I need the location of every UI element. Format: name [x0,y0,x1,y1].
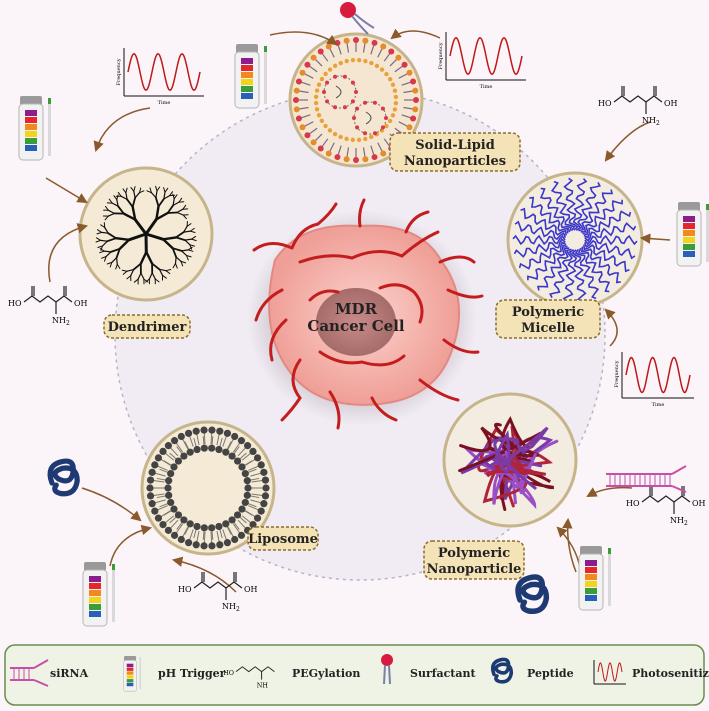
polymeric-micelle [506,171,644,309]
micelle-label: Polymeric Micelle [495,299,601,339]
photosensitizer-plot-1: Time Frequency [116,48,204,106]
legend-peptide-label: Peptide [527,667,574,680]
svg-text:Micelle: Micelle [521,321,575,336]
svg-text:Polymeric: Polymeric [512,305,584,320]
solid-lipid-nanoparticle [288,32,424,168]
polymeric-nanoparticle [442,392,578,528]
svg-text:HO: HO [626,499,640,508]
legend-photo-label: Photosenitizer [632,667,709,680]
legend-surfactant-label: Surfactant [410,667,477,680]
photosensitizer-plot-2: Time Frequency [438,32,526,90]
svg-text:NH: NH [52,316,66,325]
liposome-label: Liposome [247,526,319,551]
svg-text:HO: HO [178,585,192,594]
legend-sirna-label: siRNA [50,667,89,680]
legend-ph-label: pH Trigger [158,667,226,680]
svg-text:Frequency: Frequency [116,58,122,85]
sirna-icon [606,465,687,493]
svg-text:OH: OH [244,585,258,594]
svg-text:NH: NH [642,116,656,125]
surfactant-icon [340,2,375,35]
svg-text:HO: HO [598,99,612,108]
svg-text:OH: OH [74,299,88,308]
svg-text:Nanoparticles: Nanoparticles [404,154,506,169]
svg-text:NH: NH [222,602,236,611]
legend-peg-label: PEGylation [292,667,360,680]
arrows [45,28,671,593]
svg-text:2: 2 [684,520,688,527]
svg-text:HO: HO [8,299,22,308]
legend-peg-icon: HO NH [223,666,275,690]
svg-text:Time: Time [480,84,493,90]
sln-label: Solid-Lipid Nanoparticles [389,132,521,172]
peptide-icon [490,657,514,684]
peptide-icon [515,574,550,615]
legend-photosensitizer-icon [593,660,626,685]
polynp-label: Polymeric Nanoparticle [423,540,525,580]
svg-text:2: 2 [66,320,70,327]
svg-text:Frequency: Frequency [614,360,620,387]
photosensitizer-plot-3: Time Frequency [614,352,694,408]
mdr-cancer-cell: MDR Cancer Cell [247,198,484,430]
svg-text:OH: OH [664,99,678,108]
svg-text:Time: Time [652,402,665,408]
dendrimer-label: Dendrimer [103,314,191,339]
ph-trigger-icon [676,202,709,267]
svg-text:Solid-Lipid: Solid-Lipid [415,138,495,153]
svg-text:Liposome: Liposome [248,532,318,547]
dendrimer [78,166,214,302]
svg-text:HO: HO [223,669,234,677]
svg-text:2: 2 [656,120,660,127]
blood-vessels [252,198,484,430]
svg-text:Dendrimer: Dendrimer [108,320,187,335]
svg-text:Polymeric: Polymeric [438,546,510,561]
ph-trigger-icon [578,546,611,611]
ph-trigger-icon [18,96,51,161]
center-label-line1: MDR [335,300,378,318]
svg-text:2: 2 [236,606,240,613]
legend-ph-icon [123,656,142,692]
ph-trigger-icon [234,44,267,109]
svg-text:NH: NH [670,516,684,525]
svg-text:NH: NH [257,682,269,690]
svg-text:Time: Time [158,100,171,106]
liposome [140,420,276,556]
peptide-icon [47,458,80,497]
ph-trigger-icon [82,562,115,627]
nucleus [316,288,396,356]
legend: siRNA pH Trigger HO NH PEGylation Surfact… [4,644,709,706]
svg-text:OH: OH [692,499,706,508]
svg-text:Frequency: Frequency [438,42,444,69]
center-label-line2: Cancer Cell [307,317,405,335]
legend-surfactant-icon [381,654,393,685]
svg-text:Nanoparticle: Nanoparticle [427,562,522,577]
